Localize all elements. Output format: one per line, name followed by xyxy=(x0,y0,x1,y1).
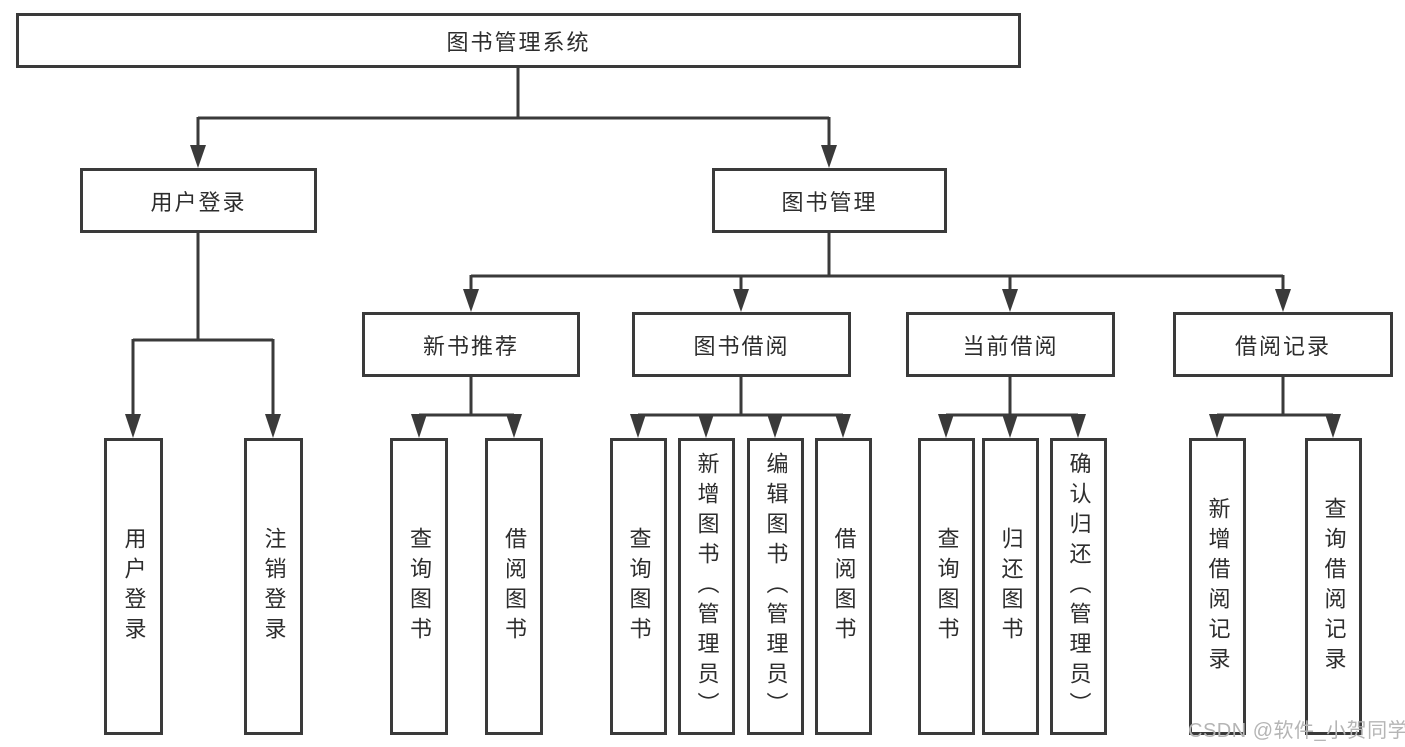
node-current-borrowing: 当前借阅 xyxy=(906,312,1115,377)
arrow-down-icon xyxy=(463,289,479,312)
leaf-query-books-current: 查询图书 xyxy=(918,438,975,735)
node-label: 查询图书 xyxy=(407,526,432,647)
leaf-return-books: 归还图书 xyxy=(982,438,1039,735)
node-label: 新增图书（管理员） xyxy=(694,451,720,722)
node-label: 用户登录 xyxy=(150,189,247,215)
arrow-down-icon xyxy=(506,414,522,438)
node-label: 图书借阅 xyxy=(693,333,790,359)
arrow-down-icon xyxy=(630,414,646,438)
arrow-down-icon xyxy=(1002,289,1018,312)
node-label: 注销登录 xyxy=(261,526,287,647)
arrow-down-icon xyxy=(265,414,281,438)
node-label: 借阅图书 xyxy=(502,526,527,647)
node-book-borrowing: 图书借阅 xyxy=(632,312,851,377)
arrow-down-icon xyxy=(835,414,851,438)
arrow-down-icon xyxy=(938,414,954,438)
leaf-user-login: 用户登录 xyxy=(104,438,163,735)
node-user-login: 用户登录 xyxy=(80,168,317,233)
leaf-logout: 注销登录 xyxy=(244,438,303,735)
arrow-down-icon xyxy=(821,145,837,168)
connector-borrow-records-children xyxy=(1209,377,1341,438)
arrow-down-icon xyxy=(698,414,714,438)
node-label: 用户登录 xyxy=(121,526,147,647)
connector-current-borrow-children xyxy=(938,377,1086,438)
arrow-down-icon xyxy=(767,414,783,438)
connector-user-login-children xyxy=(125,233,281,438)
node-label: 新书推荐 xyxy=(422,333,519,359)
node-borrowing-records: 借阅记录 xyxy=(1173,312,1393,377)
arrow-down-icon xyxy=(190,145,206,168)
csdn-watermark: CSDN @软件_小贺同学 xyxy=(1188,720,1405,742)
leaf-borrow-books-rec: 借阅图书 xyxy=(485,438,543,735)
node-book-management: 图书管理 xyxy=(712,168,947,233)
connector-book-mgmt-children xyxy=(463,233,1291,312)
leaf-edit-books-admin: 编辑图书（管理员） xyxy=(747,438,804,735)
node-label: 查询图书 xyxy=(934,526,960,647)
node-label: 图书管理 xyxy=(781,189,878,215)
leaf-borrow-books: 借阅图书 xyxy=(815,438,872,735)
node-label: 归还图书 xyxy=(998,526,1024,647)
node-label: 图书管理系统 xyxy=(446,29,591,55)
leaf-query-books-borrow: 查询图书 xyxy=(610,438,667,735)
node-label: 借阅记录 xyxy=(1234,333,1331,359)
node-new-book-recommendation: 新书推荐 xyxy=(362,312,580,377)
node-label: 查询图书 xyxy=(626,526,652,647)
connector-new-book-rec-children xyxy=(411,377,522,438)
node-label: 新增借阅记录 xyxy=(1205,496,1231,677)
leaf-query-books-rec: 查询图书 xyxy=(390,438,448,735)
arrow-down-icon xyxy=(411,414,427,438)
arrow-down-icon xyxy=(1209,414,1225,438)
connector-book-borrow-children xyxy=(630,377,851,438)
arrow-down-icon xyxy=(1002,414,1018,438)
arrow-down-icon xyxy=(733,289,749,312)
node-label: 借阅图书 xyxy=(831,526,857,647)
node-root-library-system: 图书管理系统 xyxy=(16,13,1021,68)
connector-root-to-level2 xyxy=(190,68,837,168)
node-label: 确认归还（管理员） xyxy=(1066,451,1092,722)
leaf-confirm-return-admin: 确认归还（管理员） xyxy=(1050,438,1107,735)
arrow-down-icon xyxy=(1325,414,1341,438)
node-label: 编辑图书（管理员） xyxy=(763,451,789,722)
arrow-down-icon xyxy=(1275,289,1291,312)
leaf-query-borrow-record: 查询借阅记录 xyxy=(1305,438,1362,735)
node-label: 当前借阅 xyxy=(962,333,1059,359)
leaf-add-borrow-record: 新增借阅记录 xyxy=(1189,438,1246,735)
arrow-down-icon xyxy=(1070,414,1086,438)
leaf-add-books-admin: 新增图书（管理员） xyxy=(678,438,735,735)
arrow-down-icon xyxy=(125,414,141,438)
node-label: 查询借阅记录 xyxy=(1321,496,1347,677)
